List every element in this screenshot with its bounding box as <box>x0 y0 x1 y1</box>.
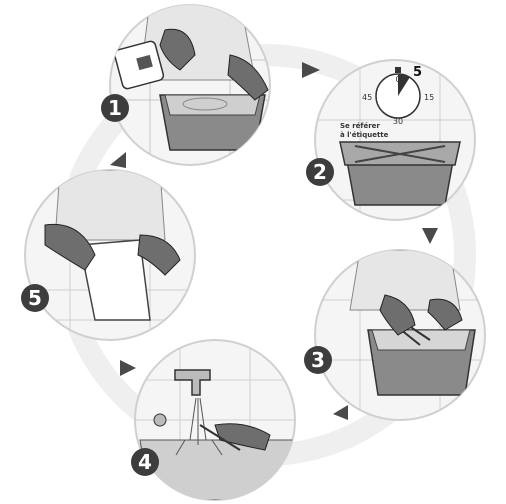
timer-knob <box>395 67 401 73</box>
arrow-4-to-5 <box>120 360 136 376</box>
step-5-panel: 5 <box>21 170 195 340</box>
timer-label-0: 0 <box>395 75 400 84</box>
arrow-3-to-4 <box>333 405 348 420</box>
timer-label-45: 45 <box>362 93 372 102</box>
label-note-line-2: à l'étiquette <box>340 131 389 139</box>
step-3-panel: 3 <box>304 250 485 420</box>
step-5-number: 5 <box>28 286 42 310</box>
timer-label-15: 15 <box>424 93 434 102</box>
label-note-line-1: Se référer <box>340 122 380 130</box>
arrow-2-to-3 <box>422 228 438 244</box>
step-1-number: 1 <box>108 96 122 120</box>
timer-label-30: 30 <box>393 117 403 126</box>
step-2-number: 2 <box>313 160 327 184</box>
timer-label-minutes: 5 <box>413 65 422 80</box>
step-2-panel: 0 5 15 30 45 Se référer à l'étiquette 2 <box>306 60 475 220</box>
arrow-5-to-1 <box>110 152 126 168</box>
step-1-panel: 1 <box>101 0 270 170</box>
step-4-number: 4 <box>138 450 152 474</box>
step-4-panel: 4 <box>131 340 300 500</box>
step-3-number: 3 <box>311 348 325 372</box>
